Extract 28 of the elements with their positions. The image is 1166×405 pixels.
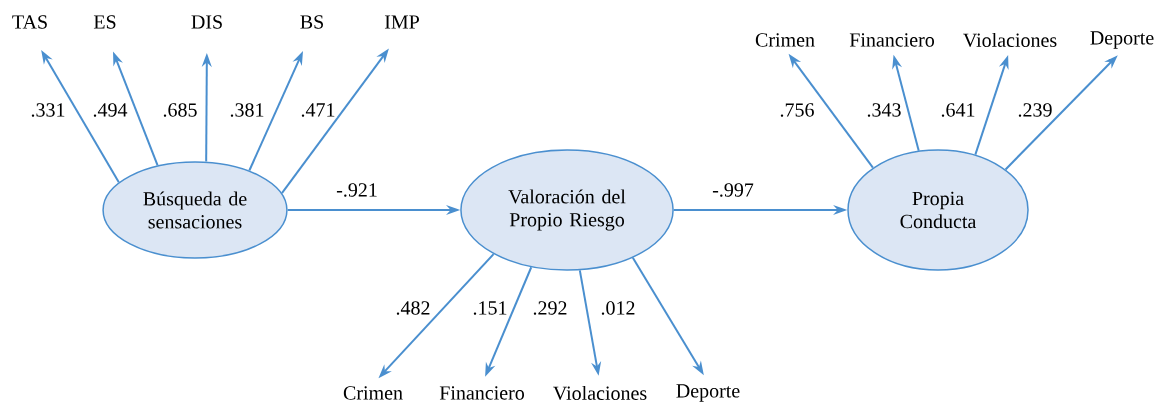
edge-label: .292	[531, 300, 569, 316]
edge-label: .482	[394, 300, 432, 316]
edge-label: .331	[29, 102, 67, 118]
edge-label: .343	[865, 102, 903, 118]
indicator-label: Violaciones	[553, 385, 647, 401]
edge-label: .151	[471, 300, 509, 316]
indicator-label: IMP	[384, 15, 419, 29]
edge-label: .471	[299, 102, 337, 118]
indicator-label: TAS	[12, 15, 47, 29]
edge-label: .641	[939, 102, 977, 118]
edge-label: -.921	[335, 182, 379, 198]
indicator-label: Crimen	[755, 33, 815, 47]
edge-label: .756	[778, 102, 816, 118]
indicator-label: ES	[93, 15, 116, 29]
indicator-label: Deporte	[676, 384, 740, 402]
edge-label: .685	[161, 102, 199, 118]
indicator-label: BS	[300, 15, 323, 29]
edge-label: .012	[599, 300, 637, 316]
edge-label: .494	[91, 102, 129, 118]
indicator-label: Violaciones	[963, 32, 1057, 48]
indicator-label: Crimen	[343, 386, 403, 400]
indicator-label: DIS	[191, 15, 222, 29]
edge-label: .239	[1016, 102, 1054, 118]
edge-label: -.997	[711, 182, 755, 198]
indicator-label: Deporte	[1090, 31, 1154, 49]
edge-label: .381	[228, 102, 266, 118]
indicator-label: Financiero	[439, 386, 524, 400]
indicator-label: Financiero	[849, 33, 934, 47]
